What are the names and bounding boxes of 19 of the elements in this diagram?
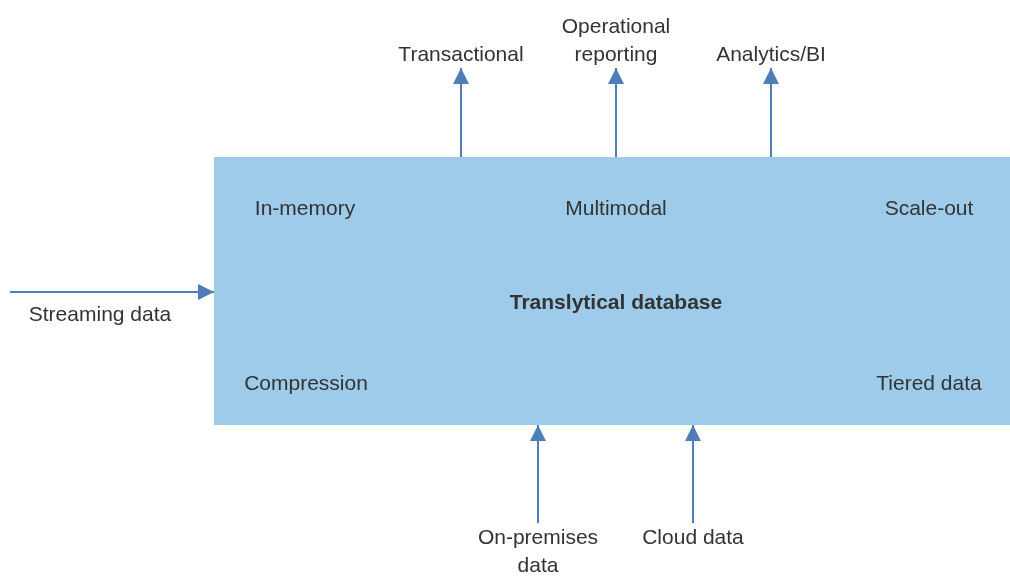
feature-label: Compression [244, 370, 368, 396]
text-label: Operational reporting [550, 5, 682, 68]
feature-label: Tiered data [876, 370, 982, 396]
arrow [453, 67, 469, 158]
text-label: Cloud data [626, 523, 760, 553]
text-label: On-premises data [462, 523, 614, 579]
feature-label: Scale-out [884, 195, 974, 221]
arrow [685, 424, 701, 524]
text-label: Analytics/BI [700, 33, 842, 68]
arrow [763, 67, 779, 158]
text-label: Transactional [388, 33, 534, 68]
arrow [608, 67, 624, 158]
feature-label: Multimodal [565, 195, 667, 221]
arrow [530, 424, 546, 524]
text-label: Streaming data [10, 284, 190, 328]
title-label: Translytical database [509, 289, 723, 315]
feature-label: In-memory [254, 195, 356, 221]
database-box [214, 157, 1010, 425]
arrow [9, 284, 215, 300]
